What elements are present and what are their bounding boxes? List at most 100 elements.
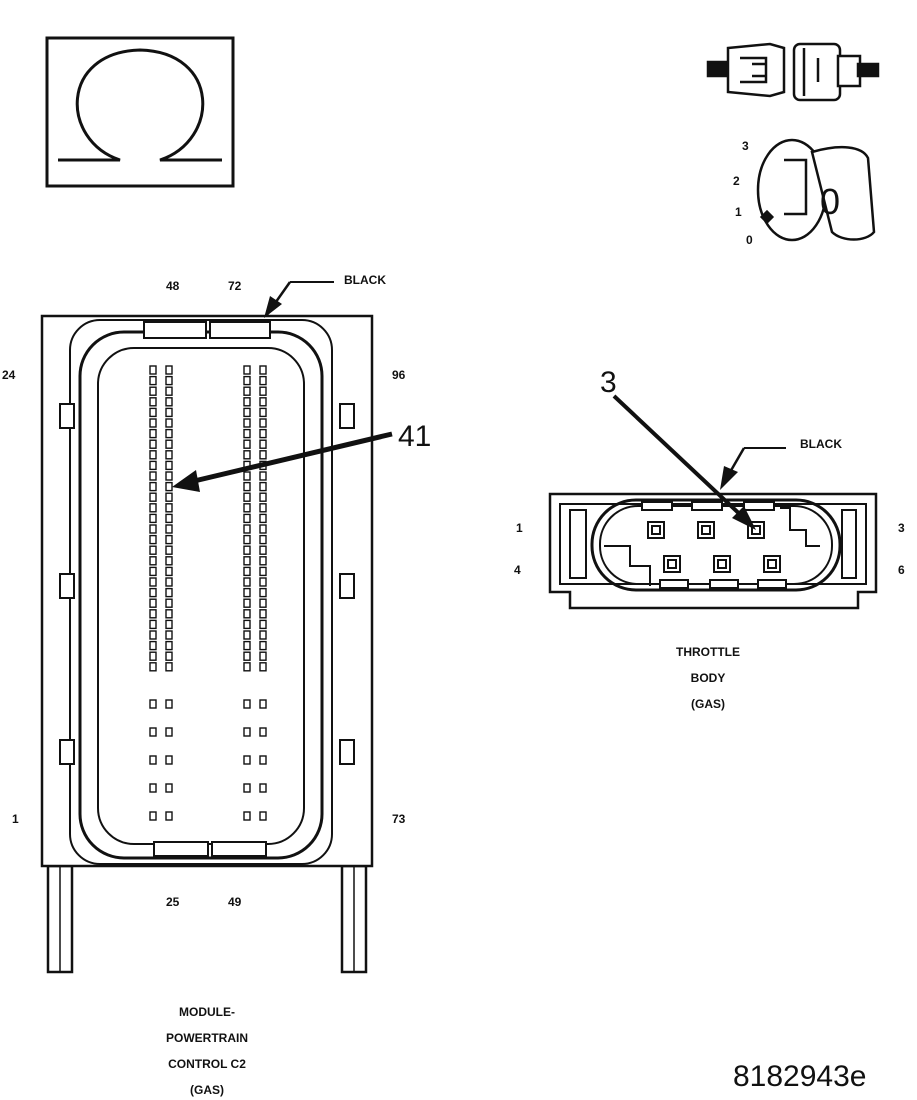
pcm-caption: MODULE- POWERTRAIN CONTROL C2 (GAS) xyxy=(166,1005,248,1097)
connector-disconnect-icon xyxy=(706,42,880,102)
pcm-pin-cavity xyxy=(149,640,157,651)
pcm-pin-cavity xyxy=(165,630,173,640)
pcm-pin-label-bottom-left: 25 xyxy=(166,895,180,909)
pcm-pin-cavity xyxy=(259,811,267,821)
pcm-pin-cavity xyxy=(243,397,251,407)
pcm-pin-cavity xyxy=(149,418,157,428)
pcm-pin-cavity xyxy=(259,783,267,793)
pcm-pin-label-top-right: 72 xyxy=(228,279,242,293)
pcm-pin-cavity xyxy=(149,598,157,608)
pcm-pin-cavity xyxy=(259,397,267,407)
pcm-pin-cavity xyxy=(149,428,157,439)
pcm-pin-cavity xyxy=(165,619,173,630)
pcm-pin-cavity xyxy=(149,651,157,661)
pcm-pin-cavity xyxy=(149,375,157,386)
pcm-pin-cavity xyxy=(243,811,251,821)
pcm-wire-color: BLACK xyxy=(344,273,386,287)
pcm-pin-cavity xyxy=(243,651,251,661)
pcm-pin-cavity xyxy=(243,407,251,418)
pcm-pin-cavity xyxy=(259,619,267,630)
throttle-caption: THROTTLE BODY (GAS) xyxy=(676,645,740,711)
pcm-pin-cavity xyxy=(259,699,267,709)
pcm-pin-cavity xyxy=(259,407,267,418)
pcm-pin-cavity xyxy=(165,375,173,386)
pcm-pin-cavity xyxy=(149,699,157,709)
pcm-pin-cavity xyxy=(243,503,251,513)
pcm-pin-cavity xyxy=(165,460,173,471)
pcm-pin-cavity xyxy=(149,662,157,672)
pcm-pin-cavity xyxy=(243,365,251,375)
pcm-pin-cavity xyxy=(165,640,173,651)
pcm-pin-cavity xyxy=(149,407,157,418)
pcm-pin-cavity xyxy=(243,630,251,640)
pcm-pin-cavity xyxy=(149,450,157,460)
pcm-pin-cavity xyxy=(243,609,251,619)
pcm-pin-cavity xyxy=(165,386,173,396)
pcm-pin-label-top-left: 48 xyxy=(166,279,180,293)
pcm-pin-cavity xyxy=(149,481,157,492)
pcm-pin-cavity xyxy=(259,439,267,449)
pcm-pin-cavity xyxy=(165,727,173,737)
pcm-pin-cavity xyxy=(259,640,267,651)
pcm-pin-cavity xyxy=(165,651,173,661)
pcm-connector xyxy=(40,281,393,974)
pcm-pin-cavity xyxy=(165,587,173,598)
pcm-pin-cavity xyxy=(165,524,173,534)
throttle-pin-label-right-top: 3 xyxy=(898,521,905,535)
pcm-pin-cavity xyxy=(243,481,251,492)
ignition-key-label: 0 xyxy=(820,181,840,222)
pcm-pin-cavity xyxy=(149,492,157,502)
pcm-pin-cavity xyxy=(243,428,251,439)
throttle-pin-label-left-top: 1 xyxy=(516,521,523,535)
pcm-pin-cavity xyxy=(243,598,251,608)
pcm-pin-cavity xyxy=(149,783,157,793)
pcm-pin-cavity xyxy=(149,365,157,375)
pcm-pin-cavity xyxy=(149,439,157,449)
pcm-caption-line-4: (GAS) xyxy=(190,1083,224,1097)
pcm-pin-cavity xyxy=(165,755,173,765)
pcm-pin-cavity xyxy=(259,450,267,460)
pcm-pin-cavity xyxy=(165,556,173,566)
ohm-icon xyxy=(45,36,235,188)
pcm-pin-cavity xyxy=(243,375,251,386)
pcm-pin-cavity xyxy=(259,492,267,502)
pcm-pin-cavity xyxy=(259,513,267,524)
pcm-pin-cavity xyxy=(243,577,251,587)
pcm-pin-cavity xyxy=(149,534,157,545)
throttle-pin-label-right-bottom: 6 xyxy=(898,563,905,577)
pcm-pin-cavity xyxy=(243,471,251,481)
pcm-pin-cavity xyxy=(243,640,251,651)
pcm-pin-cavity xyxy=(259,471,267,481)
throttle-caption-line-3: (GAS) xyxy=(691,697,725,711)
pcm-pin-cavity xyxy=(149,556,157,566)
pcm-pin-label-right-top: 96 xyxy=(392,368,406,382)
pcm-pin-cavity xyxy=(149,460,157,471)
ignition-position-3: 3 xyxy=(742,139,749,153)
pcm-pin-cavity xyxy=(149,503,157,513)
pcm-pin-cavity xyxy=(149,513,157,524)
pcm-pin-label-bottom-right: 49 xyxy=(228,895,242,909)
pcm-pin-cavity xyxy=(149,609,157,619)
pcm-pin-cavity xyxy=(149,727,157,737)
pcm-pin-cavity xyxy=(165,577,173,587)
throttle-callout-pin: 3 xyxy=(600,366,617,399)
pcm-pin-cavity xyxy=(243,450,251,460)
pcm-pin-cavity xyxy=(165,534,173,545)
pcm-pin-cavity xyxy=(165,450,173,460)
pcm-pin-cavity xyxy=(149,545,157,555)
pcm-pin-cavity xyxy=(149,619,157,630)
pcm-pin-label-right-bottom: 73 xyxy=(392,812,406,826)
pcm-caption-line-2: POWERTRAIN xyxy=(166,1031,248,1045)
pcm-pin-cavity xyxy=(165,662,173,672)
pcm-caption-line-3: CONTROL C2 xyxy=(168,1057,246,1071)
pcm-pin-cavity xyxy=(259,418,267,428)
pcm-pin-cavity xyxy=(259,577,267,587)
pcm-pin-cavity xyxy=(243,566,251,577)
pcm-pin-cavity xyxy=(165,513,173,524)
pcm-pin-cavity xyxy=(243,755,251,765)
pcm-pin-cavity xyxy=(165,598,173,608)
pcm-pin-cavity xyxy=(243,662,251,672)
pcm-pin-cavity xyxy=(259,609,267,619)
pcm-pin-cavity xyxy=(259,755,267,765)
pcm-caption-line-1: MODULE- xyxy=(179,1005,235,1019)
